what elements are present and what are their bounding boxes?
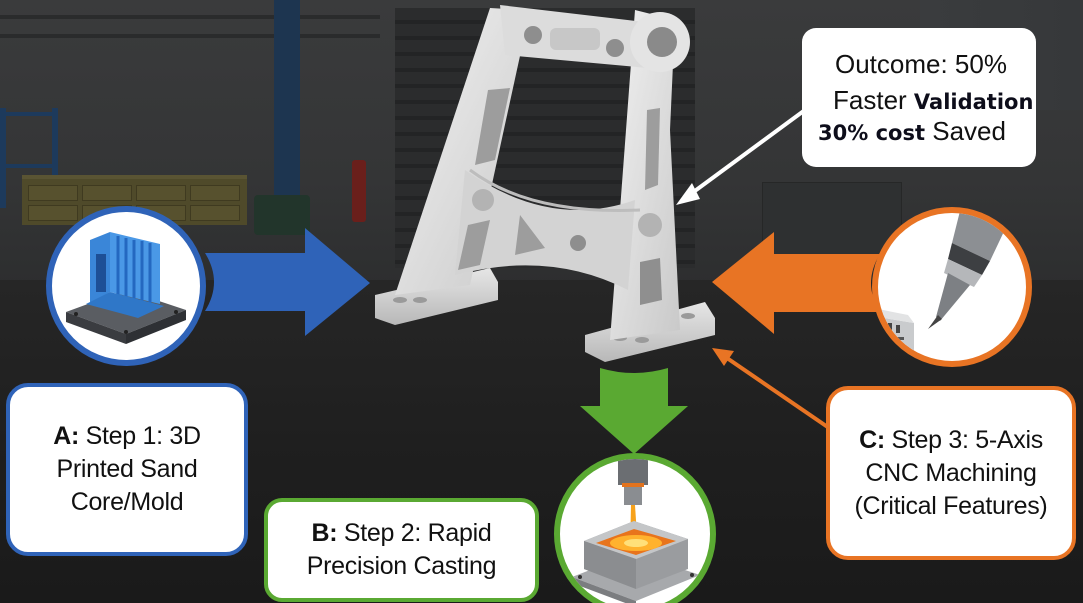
step-a-arrow-right <box>205 228 370 336</box>
step-a-line-3: Core/Mold <box>70 488 184 516</box>
drawer <box>82 185 132 201</box>
step-c-label: C: Step 3: 5-Axis CNC Machining (Critica… <box>826 386 1076 560</box>
step-c-arrow-left <box>712 232 880 334</box>
step-a-prefix: A: <box>53 422 79 450</box>
step-b-line-1: B: Step 2: Rapid <box>311 517 491 550</box>
outcome-callout: Outcome: 50% Faster Validation 30% cost … <box>802 28 1036 167</box>
step-b-prefix: B: <box>311 519 338 547</box>
outcome-cost-text: 30% cost <box>818 121 925 145</box>
step-b-arrow-down <box>580 368 688 454</box>
machined-bracket-part <box>375 5 715 362</box>
step-a-line-1: A: Step 1: 3D <box>53 420 201 453</box>
drawer <box>190 205 240 221</box>
step-a-line-2: Printed Sand <box>56 455 198 483</box>
outcome-line-1: Outcome: 50% <box>835 49 1007 79</box>
green-barrel <box>254 195 310 235</box>
step-c-title: Step 3: 5-Axis <box>884 425 1043 454</box>
wall-pipe <box>0 15 380 19</box>
right-cabinet <box>762 182 902 262</box>
fire-extinguisher <box>352 160 366 222</box>
drawer <box>190 185 240 201</box>
step-c-line-1: C: Step 3: 5-Axis <box>859 424 1043 457</box>
outcome-line-2: Faster Validation <box>833 84 1033 119</box>
outcome-saved-text: Saved <box>925 116 1006 146</box>
drawer <box>136 185 186 201</box>
step-b-icon-circle <box>554 453 716 603</box>
drawer <box>28 185 78 201</box>
step-c-pointer-line <box>722 354 834 432</box>
outcome-line-3: 30% cost Saved <box>818 115 1006 150</box>
blue-3d-printed-sand-core-icon <box>66 232 186 344</box>
step-b-title: Step 2: Rapid <box>337 519 492 547</box>
step-c-icon-circle <box>872 207 1032 367</box>
step-c-line-2: CNC Machining <box>865 458 1037 487</box>
step-a-title: Step 1: 3D <box>79 422 201 450</box>
step-c-pointer-arrowhead <box>712 348 734 366</box>
step-b-line-2: Precision Casting <box>306 552 497 580</box>
steel-pillar <box>274 0 300 200</box>
cnc-spindle-tool-icon <box>878 213 1008 361</box>
outcome-validation-text: Validation <box>913 90 1034 114</box>
outcome-arrow-line <box>686 108 807 198</box>
step-a-label: A: Step 1: 3D Printed Sand Core/Mold <box>6 383 248 556</box>
molten-metal-casting-icon <box>572 459 700 603</box>
step-a-icon-circle <box>46 206 206 366</box>
outcome-faster-text: Faster <box>833 85 914 115</box>
step-c-prefix: C: <box>859 425 885 454</box>
storage-rack <box>0 108 58 208</box>
step-b-label: B: Step 2: Rapid Precision Casting <box>264 498 539 602</box>
wall-pipe <box>0 34 380 38</box>
outcome-arrowhead <box>676 183 700 205</box>
step-c-line-3: (Critical Features) <box>854 491 1048 520</box>
drawer <box>28 205 78 221</box>
